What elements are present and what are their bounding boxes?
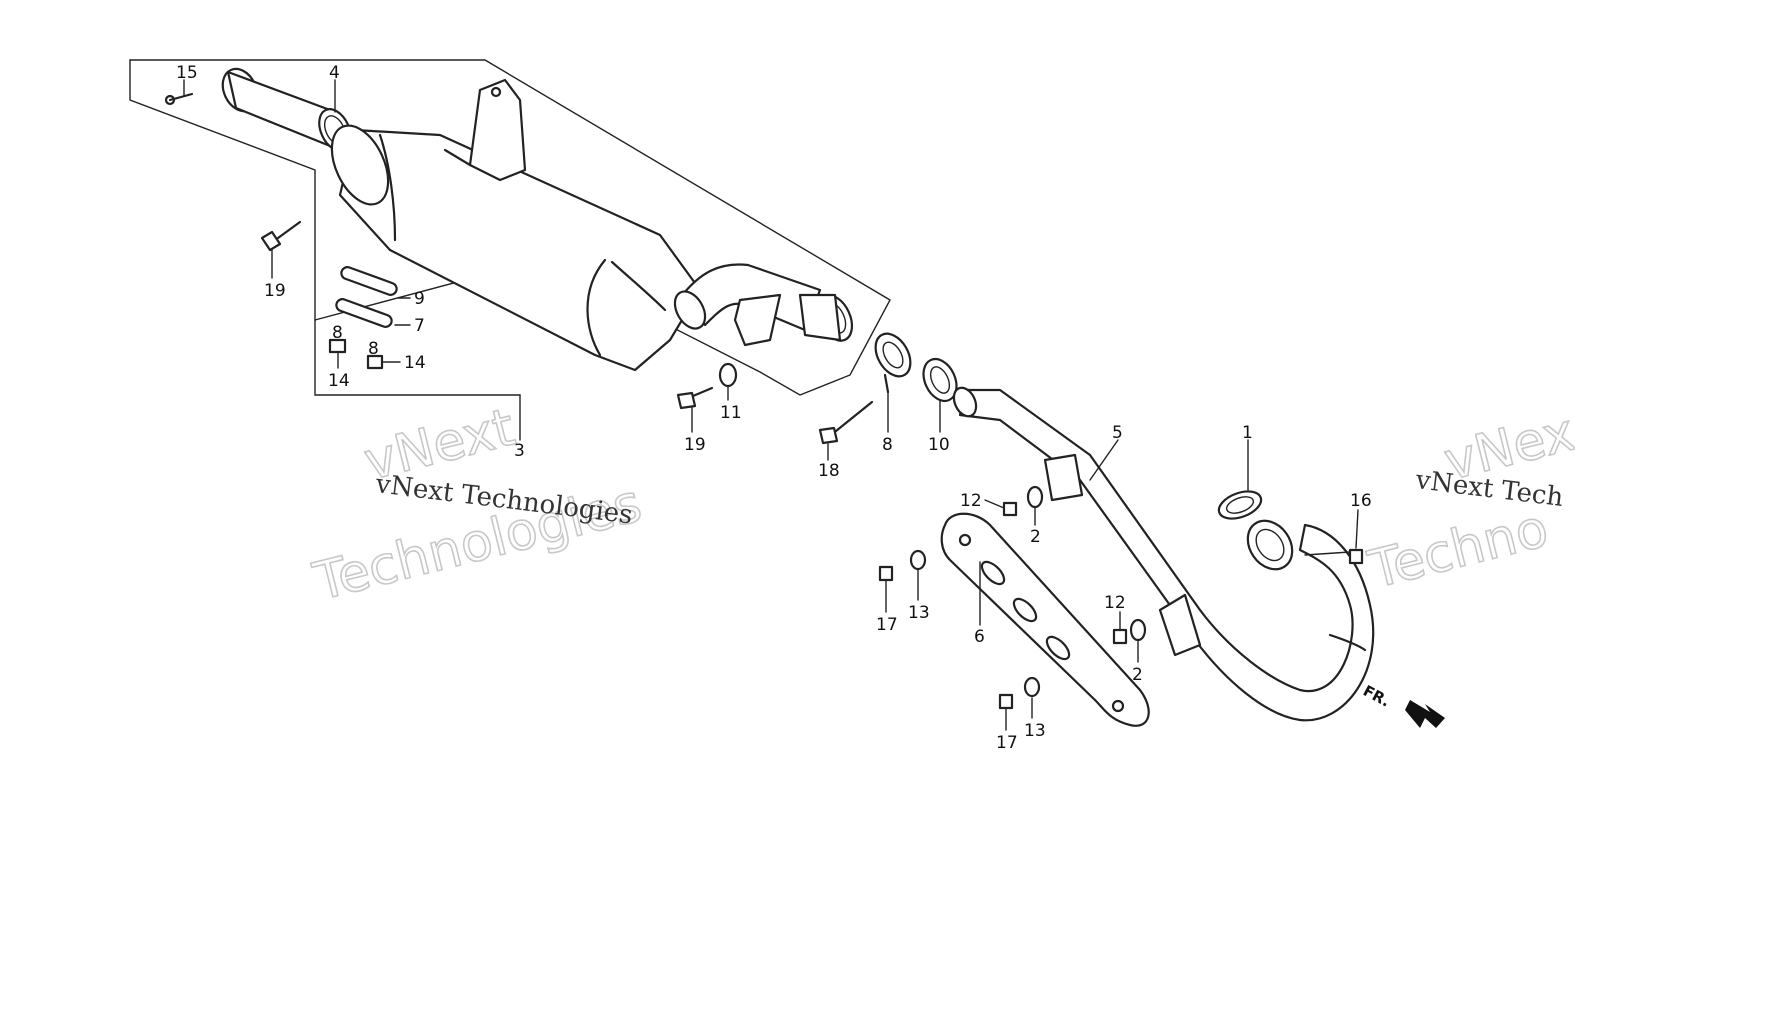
bolt-19a (260, 230, 282, 252)
callout-12a: 12 (960, 491, 982, 511)
watermark-left: vNext Technologies vNext Technologies (307, 397, 648, 614)
callout-3: 3 (514, 441, 525, 461)
callout-17b: 17 (996, 733, 1018, 753)
bolt-18 (818, 426, 839, 445)
washer-13a (909, 549, 927, 571)
arrow-icon (1405, 700, 1445, 728)
nut-14a (328, 338, 347, 354)
direction-label: FR. (1360, 682, 1393, 711)
callout-8b: 8 (368, 339, 379, 359)
tailpipe (221, 67, 352, 152)
washer-11 (718, 362, 738, 388)
nut-12b (1112, 628, 1128, 645)
part-callouts: 15 4 19 9 7 8 14 8 14 3 19 11 18 8 10 5 … (176, 63, 1372, 753)
callout-4: 4 (329, 63, 340, 83)
nut-12a (1002, 501, 1018, 517)
washer-2a (1026, 485, 1044, 509)
right-blank-area (1575, 0, 1792, 1024)
callout-19b: 19 (684, 435, 706, 455)
hardware (164, 92, 1364, 710)
washer-2b (1129, 618, 1147, 642)
nut-14b (366, 354, 384, 370)
muffler (330, 78, 702, 372)
callout-10: 10 (928, 435, 950, 455)
callout-15: 15 (176, 63, 198, 83)
bolt-17a (878, 565, 894, 582)
muffler-assembly-outline-left (129, 59, 316, 321)
callout-7: 7 (414, 316, 425, 336)
callout-2b: 2 (1132, 665, 1143, 685)
nut-16 (1348, 548, 1364, 565)
callout-18: 18 (818, 461, 840, 481)
callout-11: 11 (720, 403, 742, 423)
plate-7 (335, 298, 393, 328)
callout-14a: 14 (328, 371, 350, 391)
callout-16: 16 (1350, 491, 1372, 511)
callout-17a: 17 (876, 615, 898, 635)
heat-protector (940, 512, 1150, 727)
muffler-inlet-pipe (673, 263, 854, 347)
joint-gasket (922, 357, 958, 403)
muffler-assembly-outline (129, 59, 891, 396)
callout-2a: 2 (1030, 527, 1041, 547)
front-direction-arrow: FR. (1360, 682, 1445, 728)
callout-6: 6 (974, 627, 985, 647)
bolt-19b (676, 391, 697, 410)
callout-13b: 13 (1024, 721, 1046, 741)
callout-19a: 19 (264, 281, 286, 301)
plate-9 (340, 266, 398, 296)
callout-8a: 8 (332, 323, 343, 343)
callout-9: 9 (414, 289, 425, 309)
callout-13a: 13 (908, 603, 930, 623)
callout-14b: 14 (404, 353, 426, 373)
callout-1: 1 (1242, 423, 1253, 443)
watermark-right: vNex Techno vNext Tech (1362, 402, 1582, 602)
bolt-17b (998, 693, 1014, 710)
exhaust-gasket (1217, 490, 1263, 520)
watermark-right-big-2: Techno (1363, 499, 1554, 601)
leader-lines (183, 79, 1359, 731)
callout-12b: 12 (1104, 593, 1126, 613)
joint-clamp (874, 332, 912, 394)
callout-8c: 8 (882, 435, 893, 455)
callout-5: 5 (1112, 423, 1123, 443)
exhaust-pipe (952, 386, 1375, 722)
washer-13b (1023, 676, 1041, 698)
